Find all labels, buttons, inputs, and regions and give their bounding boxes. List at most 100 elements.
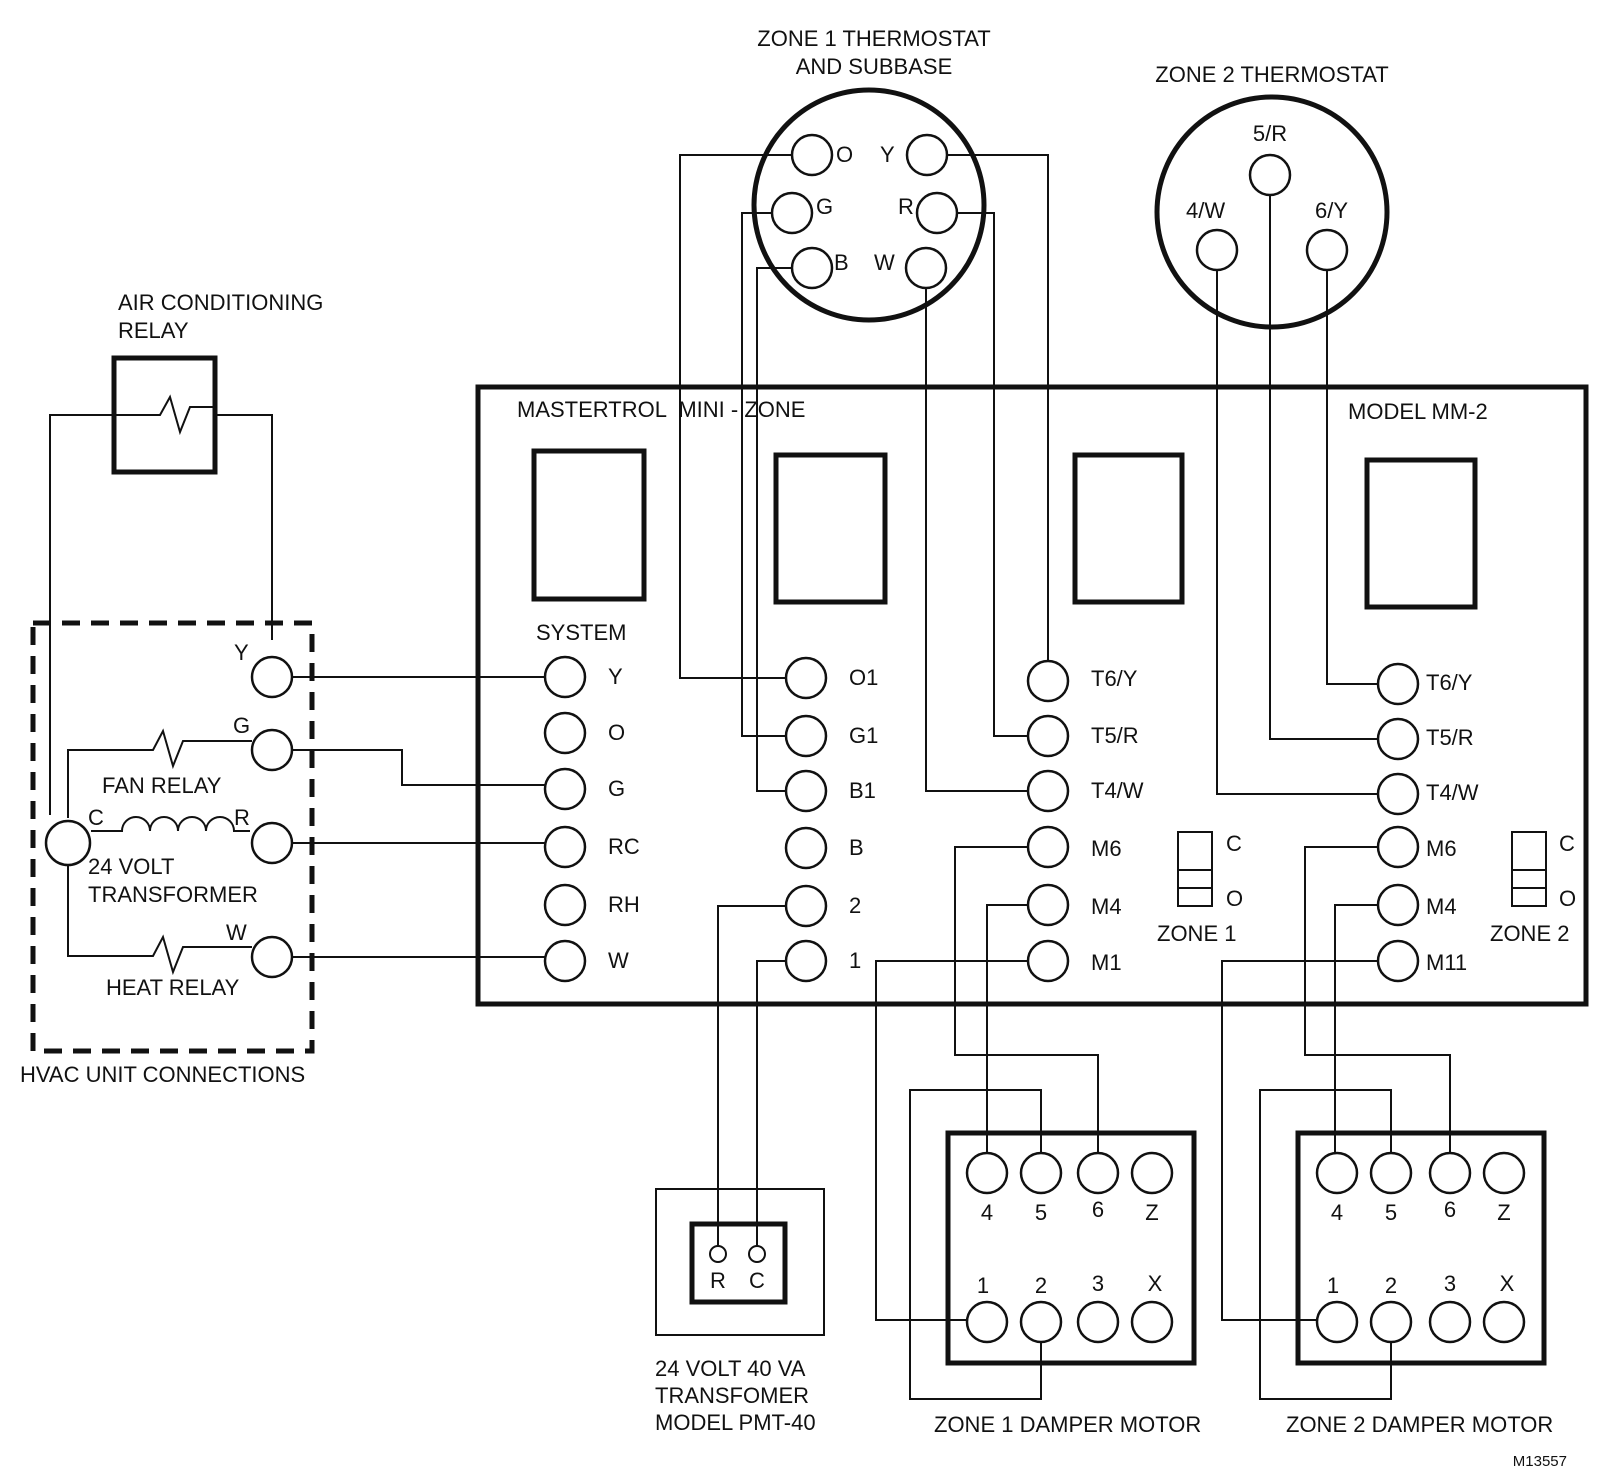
z2col-terminal-t6y[interactable] [1376, 662, 1420, 706]
damper2-terminal-z[interactable] [1482, 1151, 1526, 1195]
heat-relay-label: HEAT RELAY [106, 975, 240, 1000]
wire-transformer-coil [91, 816, 250, 832]
panel-title: MASTERTROL MINI - ZONE [517, 397, 805, 422]
damper2-terminal-x[interactable] [1482, 1300, 1526, 1344]
col2-terminal-b1[interactable] [784, 769, 828, 813]
z1-terminal-w[interactable] [904, 246, 948, 290]
transformer-caption-line3: MODEL PMT-40 [655, 1410, 816, 1435]
sys-terminal-o[interactable] [543, 711, 587, 755]
z2col-label-m4: M4 [1426, 894, 1457, 919]
zone2-thermostat-body [1154, 94, 1390, 330]
damper1-terminal-2[interactable] [1019, 1300, 1063, 1344]
damper1-terminal-x[interactable] [1130, 1300, 1174, 1344]
sys-terminal-rh[interactable] [543, 883, 587, 927]
figure-id: M13557 [1513, 1453, 1567, 1470]
col2-terminal-2[interactable] [784, 884, 828, 928]
sys-terminal-w[interactable] [543, 939, 587, 983]
z1-label-g: G [816, 194, 833, 219]
z1-terminal-g[interactable] [770, 191, 814, 235]
panel-window-1 [531, 448, 647, 602]
col2-terminal-1[interactable] [784, 939, 828, 983]
z1col-terminal-t5r[interactable] [1026, 714, 1070, 758]
z2-terminal-6y[interactable] [1305, 228, 1349, 272]
zone2-switch-label-o: O [1559, 886, 1576, 911]
sys-terminal-rc[interactable] [543, 825, 587, 869]
hvac-terminal-w[interactable] [250, 935, 294, 979]
z2-terminal-4w[interactable] [1195, 228, 1239, 272]
z2col-label-m11: M11 [1426, 950, 1467, 975]
z1-label-w: W [874, 250, 895, 275]
wire-z2-6y-to-t6y [1326, 269, 1380, 685]
system-label: SYSTEM [536, 620, 626, 645]
damper1-label-3: 3 [1092, 1271, 1104, 1296]
transformer-caption-line2: TRANSFOMER [655, 1383, 809, 1408]
damper2-caption: ZONE 2 DAMPER MOTOR [1286, 1412, 1553, 1437]
damper1-terminal-z[interactable] [1130, 1151, 1174, 1195]
col2-terminal-b[interactable] [784, 826, 828, 870]
wire-z2-4w-to-t4w [1216, 269, 1380, 795]
damper2-terminal-2[interactable] [1369, 1300, 1413, 1344]
z1-terminal-b[interactable] [790, 246, 834, 290]
z1col-terminal-m1[interactable] [1026, 939, 1070, 983]
damper2-terminal-4[interactable] [1315, 1151, 1359, 1195]
zone2-switch[interactable] [1511, 831, 1547, 907]
hvac-unit-box [30, 620, 315, 1054]
wire-o-to-o1 [679, 154, 792, 679]
z2col-terminal-t5r[interactable] [1376, 717, 1420, 761]
hvac-terminal-r[interactable] [250, 821, 294, 865]
damper1-label-6: 6 [1092, 1197, 1104, 1222]
damper2-label-4: 4 [1331, 1200, 1343, 1225]
damper1-terminal-4[interactable] [965, 1151, 1009, 1195]
wire-m11-to-damper2-1 [1221, 960, 1380, 1321]
sys-terminal-g[interactable] [543, 767, 587, 811]
transformer-terminal-c[interactable] [748, 1245, 766, 1263]
wire-w-to-t4w [925, 268, 1030, 792]
transformer-terminal-r[interactable] [709, 1245, 727, 1263]
col2-label-b1: B1 [849, 778, 876, 803]
col2-terminal-g1[interactable] [784, 714, 828, 758]
sys-label-y: Y [608, 664, 623, 689]
z1-label-o: O [836, 142, 853, 167]
col2-terminal-o1[interactable] [784, 656, 828, 700]
z1-terminal-y[interactable] [905, 133, 949, 177]
damper1-label-z: Z [1145, 1200, 1158, 1225]
damper1-terminal-1[interactable] [965, 1300, 1009, 1344]
z2-terminal-5r[interactable] [1248, 153, 1292, 197]
damper2-terminal-5[interactable] [1369, 1151, 1413, 1195]
wire-y-to-t6y [927, 154, 1049, 662]
damper1-label-x: X [1148, 1271, 1163, 1296]
z1col-terminal-m4[interactable] [1026, 883, 1070, 927]
damper2-terminal-6[interactable] [1428, 1151, 1472, 1195]
damper1-label-1: 1 [977, 1273, 989, 1298]
ac-relay-box [111, 355, 218, 475]
damper1-caption: ZONE 1 DAMPER MOTOR [934, 1412, 1201, 1437]
hvac-terminal-y[interactable] [250, 655, 294, 699]
damper2-terminal-3[interactable] [1428, 1300, 1472, 1344]
z1-terminal-r[interactable] [915, 191, 959, 235]
z2col-terminal-m6[interactable] [1376, 825, 1420, 869]
z1col-terminal-t6y[interactable] [1026, 659, 1070, 703]
damper1-terminal-5[interactable] [1019, 1151, 1063, 1195]
transformer-outer-box [655, 1188, 825, 1336]
z1col-terminal-m6[interactable] [1026, 825, 1070, 869]
z1-terminal-o[interactable] [790, 133, 834, 177]
z2col-terminal-m4[interactable] [1376, 883, 1420, 927]
z2-label-4w: 4/W [1186, 198, 1225, 223]
z1col-terminal-t4w[interactable] [1026, 769, 1070, 813]
z2col-terminal-m11[interactable] [1376, 939, 1420, 983]
damper1-terminal-6[interactable] [1076, 1151, 1120, 1195]
damper1-label-4: 4 [981, 1200, 993, 1225]
damper1-terminal-3[interactable] [1076, 1300, 1120, 1344]
zone1-switch-label-c: C [1226, 831, 1242, 856]
zone1-switch[interactable] [1177, 831, 1213, 907]
damper1-box [945, 1130, 1197, 1366]
damper2-terminal-1[interactable] [1315, 1300, 1359, 1344]
z2col-terminal-t4w[interactable] [1376, 772, 1420, 816]
z2col-label-t6y: T6/Y [1426, 670, 1473, 695]
hvac-terminal-g[interactable] [250, 728, 294, 772]
hvac-terminal-c[interactable] [44, 819, 92, 867]
wire-m1-to-damper1-1 [875, 960, 1030, 1321]
sys-terminal-y[interactable] [543, 655, 587, 699]
ac-relay-label-line1: AIR CONDITIONING [118, 290, 323, 315]
z1-label-b: B [834, 250, 849, 275]
